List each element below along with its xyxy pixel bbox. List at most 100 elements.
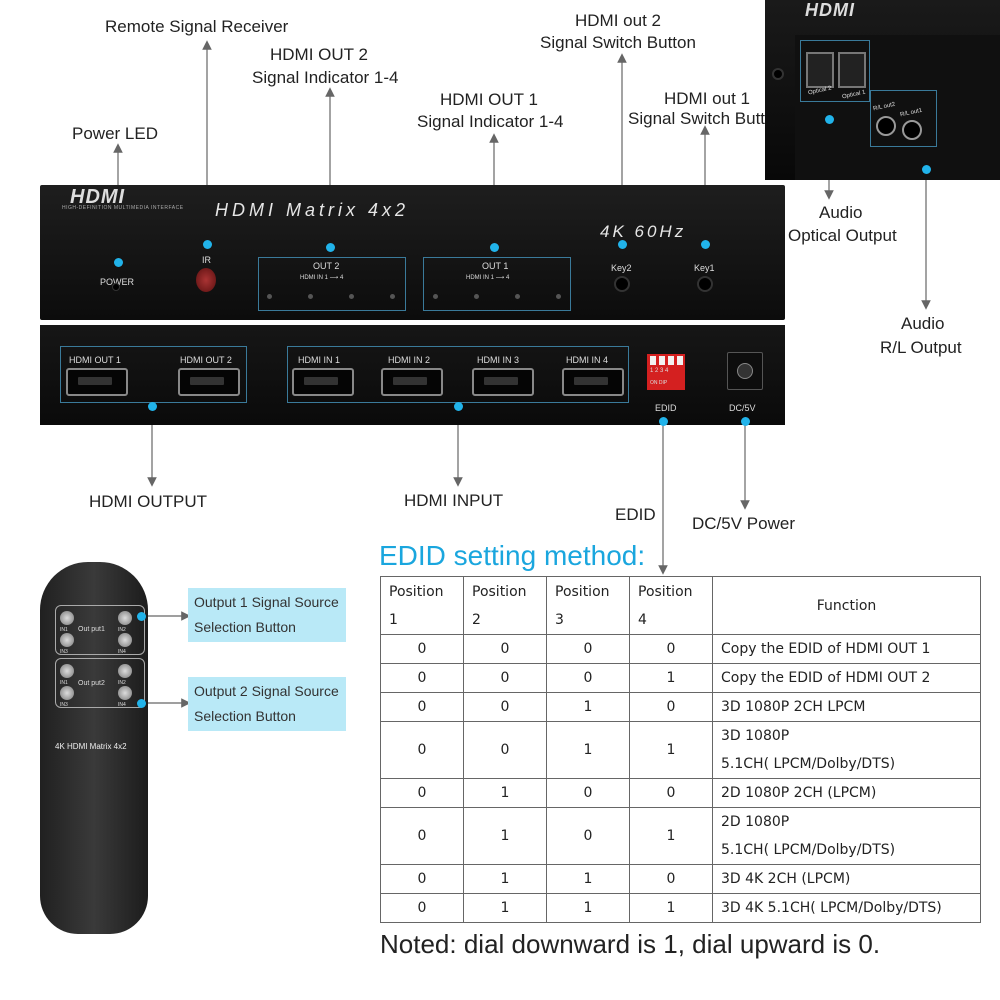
out1-led-1 [433,294,438,299]
key2-button[interactable] [614,276,630,292]
remote-out1-callout: Output 1 Signal Source Selection Button [188,588,346,642]
port-label-in1: HDMI IN 1 [298,355,341,365]
bullet-key1 [701,240,710,249]
remote-out2-in4-button[interactable] [118,686,132,700]
position-cell: 1 [629,807,713,865]
rl-out1-jack[interactable] [902,120,922,140]
bullet-rl [922,165,931,174]
callout-hdmi-out2-indicator-l2: Signal Indicator 1-4 [252,68,399,87]
position-cell: 0 [546,807,630,865]
remote-out2-in2-button[interactable] [118,664,132,678]
screw [772,68,784,80]
callout-hdmi-output: HDMI OUTPUT [89,492,208,511]
remote-btn-label: IN1 [60,627,68,633]
remote-out2-callout-l1: Output 2 Signal Source [194,683,339,699]
remote-output1-block [55,605,145,655]
position-cell: 0 [380,663,464,693]
remote-btn-label: IN4 [118,702,126,708]
dip-key-4[interactable] [677,356,683,365]
position-cell: 1 [463,807,547,865]
remote-btn-label: IN4 [118,649,126,655]
key1-button[interactable] [697,276,713,292]
hdmi-out2-port[interactable] [178,368,240,396]
out2-led-3 [349,294,354,299]
bullet-dc [741,417,750,426]
edid-dip-switch[interactable]: 1 2 3 4 ON DIP [647,354,685,390]
dip-numbers: 1 2 3 4 [650,368,669,374]
position-cell: 0 [380,864,464,894]
dc-power-jack[interactable] [727,352,763,390]
function-cell: 3D 4K 5.1CH( LPCM/Dolby/DTS) [712,893,981,923]
callout-hdmi-out1-indicator-l1: HDMI OUT 1 [440,90,538,109]
back-hdmi-logo: HDMI [805,0,855,20]
out1-led-2 [474,294,479,299]
function-line: 3D 1080P [721,728,790,744]
power-label: POWER [100,277,135,287]
dip-key-2[interactable] [659,356,665,365]
position-cell: 1 [463,893,547,923]
device-spec: 4K 60Hz [600,222,687,241]
function-cell: 3D 4K 2CH (LPCM) [712,864,981,894]
remote-btn-label: IN3 [60,649,68,655]
out2-led-2 [308,294,313,299]
remote-out1-in2-button[interactable] [118,611,132,625]
position-cell: 0 [463,721,547,779]
function-line: 5.1CH( LPCM/Dolby/DTS) [721,756,896,772]
position-cell: 0 [546,634,630,664]
remote-out2-in3-button[interactable] [60,686,74,700]
position-cell: 0 [380,692,464,722]
position-cell: 1 [463,778,547,808]
device-title: HDMI Matrix 4x2 [215,200,410,220]
remote-btn-label: IN3 [60,702,68,708]
callout-hdmi-out1-indicator-l2: Signal Indicator 1-4 [417,112,564,131]
position-cell: 0 [546,778,630,808]
port-label-out2: HDMI OUT 2 [180,355,232,365]
edid-label: EDID [655,403,677,413]
dip-key-3[interactable] [668,356,674,365]
hdmi-in1-port[interactable] [292,368,354,396]
remote-out1-in3-button[interactable] [60,633,74,647]
position-cell: 0 [380,807,464,865]
remote-out2-label: Out put2 [78,680,105,687]
rl-panel [870,90,937,147]
position-cell: 1 [546,721,630,779]
callout-audio-optical-l2: Optical Output [788,226,897,245]
hdmi-out1-port[interactable] [66,368,128,396]
position-cell: 1 [629,663,713,693]
function-cell: 3D 1080P 5.1CH( LPCM/Dolby/DTS) [712,721,981,779]
port-label-in2: HDMI IN 2 [388,355,431,365]
function-line: Copy the EDID of HDMI OUT 1 [721,641,931,657]
hdmi-in4-port[interactable] [562,368,624,396]
key2-label: Key2 [611,263,632,273]
position-cell: 0 [463,634,547,664]
bullet-key2 [618,240,627,249]
dip-key-1[interactable] [650,356,656,365]
bullet-hdmi-input [454,402,463,411]
optical1-port[interactable] [838,52,866,88]
out2-led-4 [390,294,395,299]
bullet-ir [203,240,212,249]
ir-label: IR [202,255,211,265]
remote-out1-label: Out put1 [78,626,105,633]
hdmi-logo: HDMI [70,186,126,208]
key1-label: Key1 [694,263,715,273]
hdmi-in2-port[interactable] [381,368,443,396]
bullet-optical [825,115,834,124]
ir-receiver-window [196,268,216,292]
callout-hdmi-out1-switch-l1: HDMI out 1 [664,89,750,108]
optical2-port[interactable] [806,52,834,88]
port-label-out1: HDMI OUT 1 [69,355,121,365]
remote-out1-in4-button[interactable] [118,633,132,647]
remote-out2-in1-button[interactable] [60,664,74,678]
rl-out2-jack[interactable] [876,116,896,136]
hdmi-in3-port[interactable] [472,368,534,396]
remote-out1-in1-button[interactable] [60,611,74,625]
remote-out2-callout: Output 2 Signal Source Selection Button [188,677,346,731]
